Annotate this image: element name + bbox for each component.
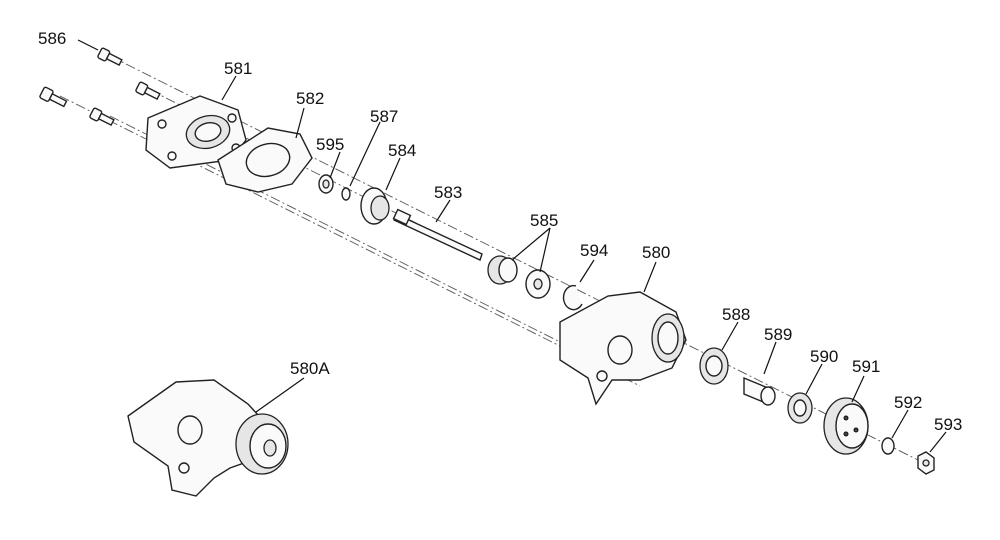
gasket-582 — [217, 127, 313, 193]
seal-585 — [487, 255, 551, 299]
nut-593 — [917, 451, 935, 475]
label-585: 585 — [530, 211, 558, 230]
washer-592 — [881, 437, 895, 455]
assembled-pump-580A — [127, 379, 289, 497]
label-580A: 580A — [290, 359, 330, 378]
screw-586 — [39, 47, 161, 127]
label-594: 594 — [580, 241, 608, 260]
label-587: 587 — [370, 107, 398, 126]
washer-587 — [341, 187, 351, 201]
label-593: 593 — [934, 415, 962, 434]
label-581: 581 — [224, 59, 252, 78]
nut-595 — [318, 174, 334, 194]
label-584: 584 — [388, 141, 416, 160]
label-586: 586 — [38, 29, 66, 48]
label-588: 588 — [722, 305, 750, 324]
label-592: 592 — [894, 393, 922, 412]
circlip-594 — [562, 284, 583, 311]
shaft-583 — [392, 208, 483, 261]
impeller-584 — [360, 187, 390, 225]
label-582: 582 — [296, 89, 324, 108]
sleeve-589 — [743, 376, 776, 406]
label-589: 589 — [764, 325, 792, 344]
label-583: 583 — [434, 183, 462, 202]
pulley-591 — [823, 397, 869, 455]
bearing-590 — [787, 392, 813, 424]
pump-cover-581 — [145, 95, 247, 169]
label-590: 590 — [810, 347, 838, 366]
label-595: 595 — [316, 135, 344, 154]
label-580: 580 — [642, 243, 670, 262]
bearing-588 — [699, 347, 729, 385]
pump-housing-580 — [559, 291, 687, 406]
leader-lines — [77, 39, 947, 453]
part-labels: 586 581 582 595 587 584 583 585 594 580 … — [38, 29, 962, 434]
label-591: 591 — [852, 357, 880, 376]
